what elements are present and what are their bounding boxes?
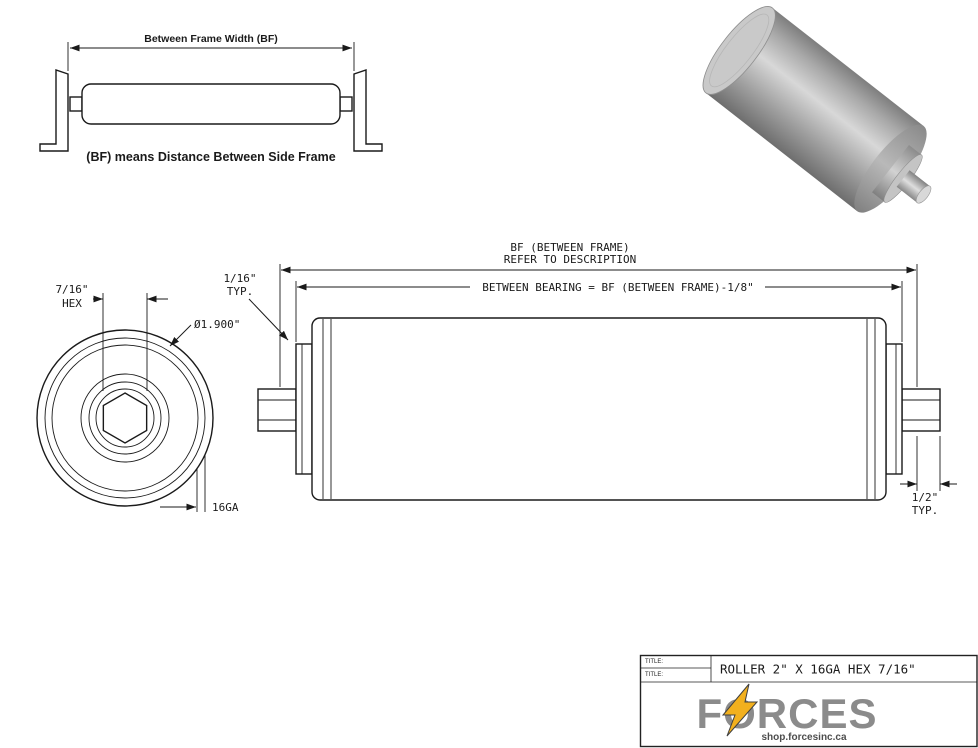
- roller-3d-hub: [872, 145, 922, 203]
- roller-3d-end-ring: [709, 13, 770, 88]
- drawing-title: ROLLER 2" X 16GA HEX 7/16": [720, 662, 916, 677]
- gauge-label: 16GA: [212, 501, 239, 514]
- shaft-right: [901, 388, 941, 432]
- title-field-label-top: TITLE:: [645, 659, 663, 665]
- title-block: TITLE: TITLE: ROLLER 2" X 16GA HEX 7/16"…: [639, 654, 978, 748]
- bf-dimension-label-line1: BF (BETWEEN FRAME): [510, 241, 629, 254]
- roller-3d-shaft-tip: [915, 185, 932, 204]
- shaft-stub-left: [69, 96, 83, 112]
- title-field-label-bottom: TITLE:: [645, 672, 663, 678]
- tube-wall-circle: [51, 344, 199, 492]
- hex-size-label: 7/16": [55, 283, 88, 296]
- typ-left-value: 1/16": [223, 272, 256, 285]
- hex-word-label: HEX: [62, 297, 82, 310]
- bearing-outer-circle: [80, 373, 170, 463]
- lightning-bolt-icon: [721, 683, 759, 737]
- side-view: BF (BETWEEN FRAME) REFER TO DESCRIPTION …: [223, 241, 957, 517]
- tube-inner-circle: [44, 337, 206, 499]
- frame-diagram-caption: (BF) means Distance Between Side Frame: [86, 150, 335, 164]
- between-bearing-label: BETWEEN BEARING = BF (BETWEEN FRAME)-1/8…: [482, 281, 754, 294]
- tube-outer-circle: [36, 329, 214, 507]
- side-frame-right: [353, 69, 383, 152]
- roller-3d-end-face: [702, 6, 776, 95]
- diameter-label: Ø1.900": [194, 318, 240, 331]
- side-frame-left: [39, 69, 69, 152]
- shaft-left: [257, 388, 297, 432]
- bearing-housing-left: [295, 343, 313, 475]
- roller-tube: [311, 317, 887, 501]
- frame-width-diagram: Between Frame Width (BF) (BF) means Dist…: [39, 33, 383, 164]
- title-block-border: [639, 654, 978, 748]
- shaft-stub-right: [339, 96, 353, 112]
- hub-bore-circle: [95, 388, 155, 448]
- roller-body: [81, 83, 341, 125]
- typ-right-value: 1/2": [912, 491, 939, 504]
- frame-width-label: Between Frame Width (BF): [144, 33, 278, 45]
- roller-3d-render: [702, 6, 932, 213]
- typ-left-leader: [248, 298, 289, 341]
- website-url: shop.forcesinc.ca: [761, 732, 846, 743]
- diameter-leader: [169, 324, 192, 347]
- roller-3d-body: [705, 7, 924, 212]
- bearing-inner-circle: [88, 381, 162, 455]
- bearing-housing-right: [885, 343, 903, 475]
- typ-left-word: TYP.: [227, 285, 254, 298]
- typ-right-word: TYP.: [912, 504, 939, 517]
- end-view: 7/16" HEX Ø1.900" 16GA: [36, 283, 240, 514]
- bf-dimension-label-line2: REFER TO DESCRIPTION: [504, 253, 636, 266]
- hex-bore: [102, 392, 148, 444]
